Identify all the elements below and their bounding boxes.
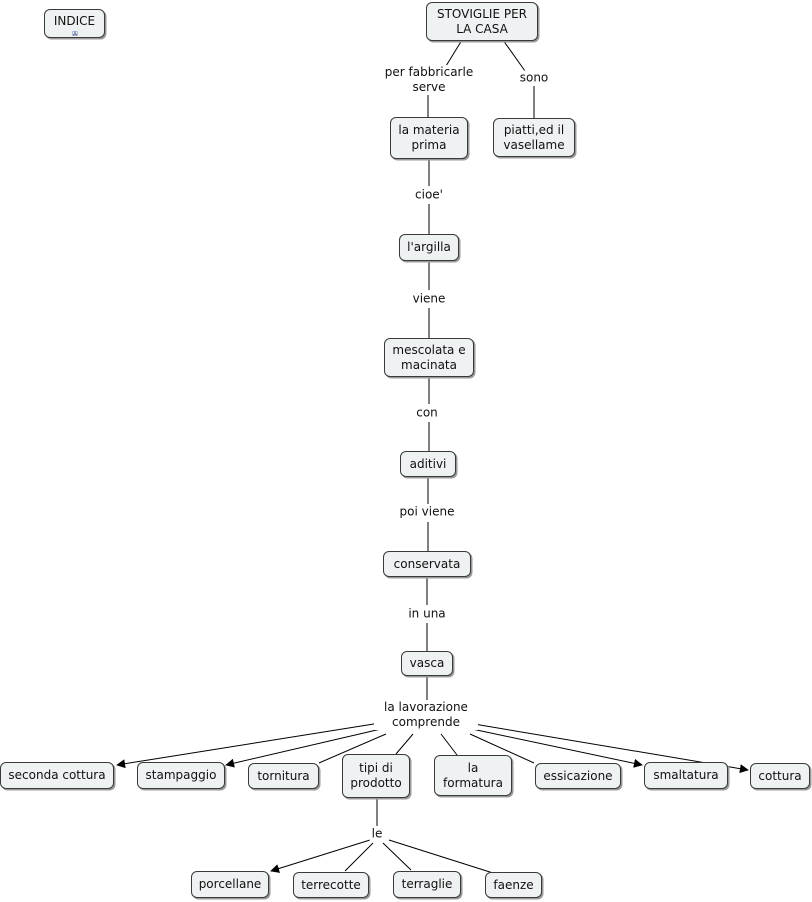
- concept-porcellane[interactable]: porcellane: [191, 871, 269, 898]
- concept-formatura[interactable]: la formatura: [434, 755, 512, 796]
- concept-essicazione[interactable]: essicazione: [535, 763, 621, 789]
- concept-terraglie[interactable]: terraglie: [393, 871, 461, 898]
- link-label-le[interactable]: le: [369, 826, 385, 842]
- hierarchy-map-icon[interactable]: [68, 31, 82, 36]
- concept-mescolata[interactable]: mescolata e macinata: [384, 338, 474, 377]
- concept-smaltatura[interactable]: smaltatura: [644, 762, 728, 789]
- link-label-poi-viene[interactable]: poi viene: [397, 504, 457, 520]
- link-label-viene[interactable]: viene: [410, 291, 448, 307]
- concept-aditivi[interactable]: aditivi: [400, 451, 456, 477]
- concept-cottura[interactable]: cottura: [750, 763, 810, 789]
- link-label-con[interactable]: con: [414, 405, 440, 421]
- concept-seconda-cottura[interactable]: seconda cottura: [0, 762, 114, 789]
- concept-faenze[interactable]: faenze: [485, 872, 542, 898]
- concept-vasca[interactable]: vasca: [401, 651, 453, 676]
- link-label-per-fabbricarle[interactable]: per fabbricarle serve: [379, 65, 479, 95]
- index-node[interactable]: INDICE: [44, 9, 105, 38]
- concept-tornitura[interactable]: tornitura: [248, 763, 319, 789]
- concept-terrecotte[interactable]: terrecotte: [293, 872, 369, 898]
- link-label-sono[interactable]: sono: [517, 70, 551, 86]
- concept-stampaggio[interactable]: stampaggio: [137, 762, 225, 789]
- concept-argilla[interactable]: l'argilla: [399, 234, 459, 261]
- concept-conservata[interactable]: conservata: [383, 551, 471, 577]
- concept-tipi-di-prodotto[interactable]: tipi di prodotto: [342, 754, 410, 798]
- link-label-cioe[interactable]: cioe': [413, 187, 445, 203]
- concept-piatti[interactable]: piatti,ed il vasellame: [493, 118, 575, 157]
- link-label-lavorazione[interactable]: la lavorazione comprende: [374, 700, 478, 730]
- link-label-in-una[interactable]: in una: [406, 606, 448, 622]
- concept-stoviglie[interactable]: STOVIGLIE PER LA CASA: [426, 2, 538, 41]
- concept-materia-prima[interactable]: la materia prima: [390, 117, 468, 159]
- index-label: INDICE: [53, 14, 96, 28]
